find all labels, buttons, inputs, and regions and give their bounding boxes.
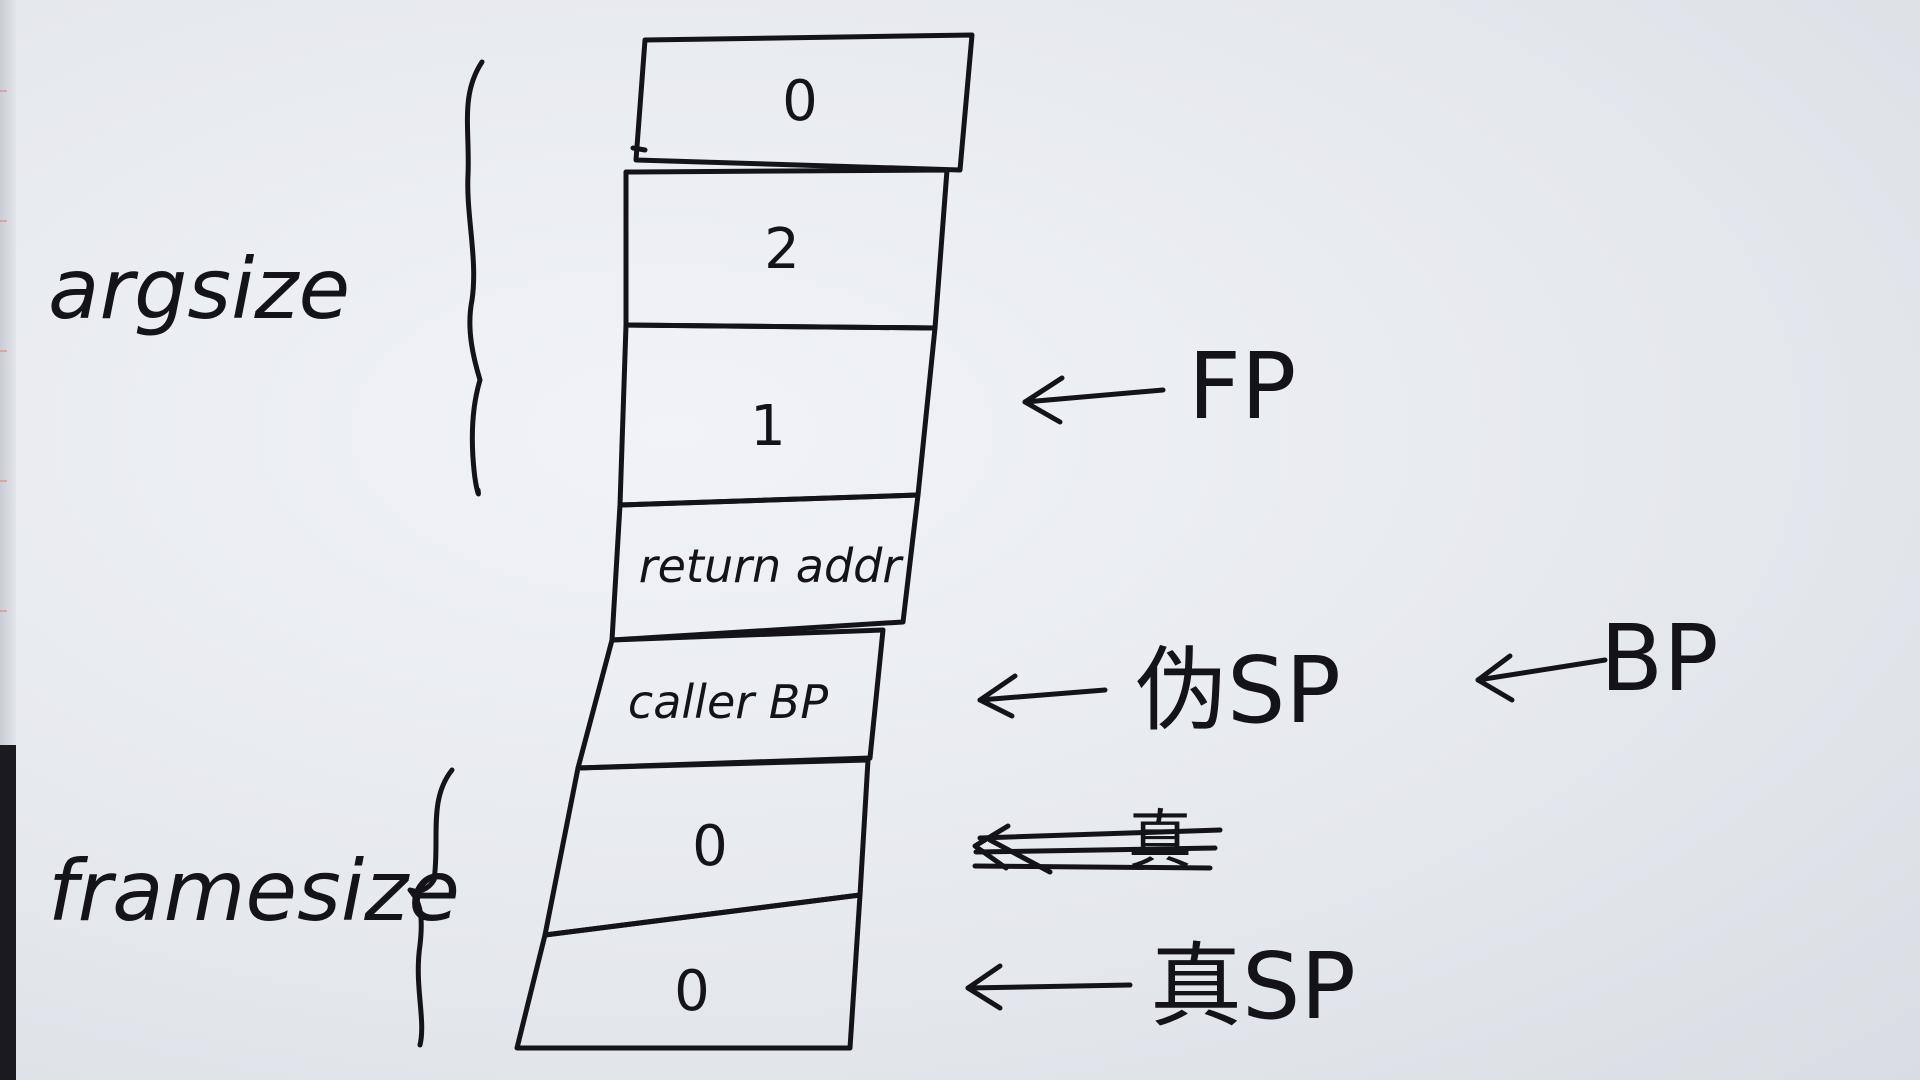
fp-label: FP [1188,333,1296,440]
struck-pointer: 真 [972,804,1223,878]
stack-cell-label: caller BP [628,675,828,729]
bp-label: BP [1600,605,1719,712]
fp-arrow-shaft [1022,387,1166,405]
bp-pointer: BP [1475,605,1719,712]
pseudo-sp-pointer: 伪SP [977,637,1341,744]
stack-cell-label: 1 [750,394,786,459]
real-sp-label: 真SP [1150,933,1356,1040]
stack-cell-label: 0 [674,959,710,1024]
stack-cell-3 [609,492,921,643]
framesize-brace [407,767,455,1048]
stack-cell-0 [633,32,975,173]
struck-arrow-head [972,823,1011,871]
pseudo-sp-arrow-shaft [977,687,1108,703]
real-sp-pointer: 真SP [965,933,1356,1040]
cell-overlap-mark [630,145,648,153]
stack-cell-label: 0 [692,814,728,879]
strike-scribble [987,837,1053,875]
fp-arrow-head [1022,375,1065,425]
stack-cell-label: 0 [782,69,818,134]
fp-pointer: FP [1022,333,1296,440]
argsize-label: argsize [48,240,350,338]
pseudo-sp-label: 伪SP [1135,637,1341,744]
real-sp-arrow-head [965,963,1003,1011]
stack-cell-label: return addr [639,539,905,593]
bp-arrow-shaft [1475,657,1608,683]
strike-line [977,827,1223,841]
stack-column: 0 2 1 return addr caller BP 0 0 [514,32,975,1051]
background-shadow [0,745,16,1080]
pseudo-sp-arrow-head [977,673,1018,719]
stack-cell-label: 2 [764,217,800,282]
stack-cell-6 [514,892,863,1051]
bp-arrow-head [1475,653,1515,703]
stack-cell-4 [575,627,886,771]
real-sp-arrow-shaft [965,982,1133,991]
framesize-label: framesize [48,842,460,940]
strike-line [972,863,1213,871]
argsize-brace [464,59,485,497]
